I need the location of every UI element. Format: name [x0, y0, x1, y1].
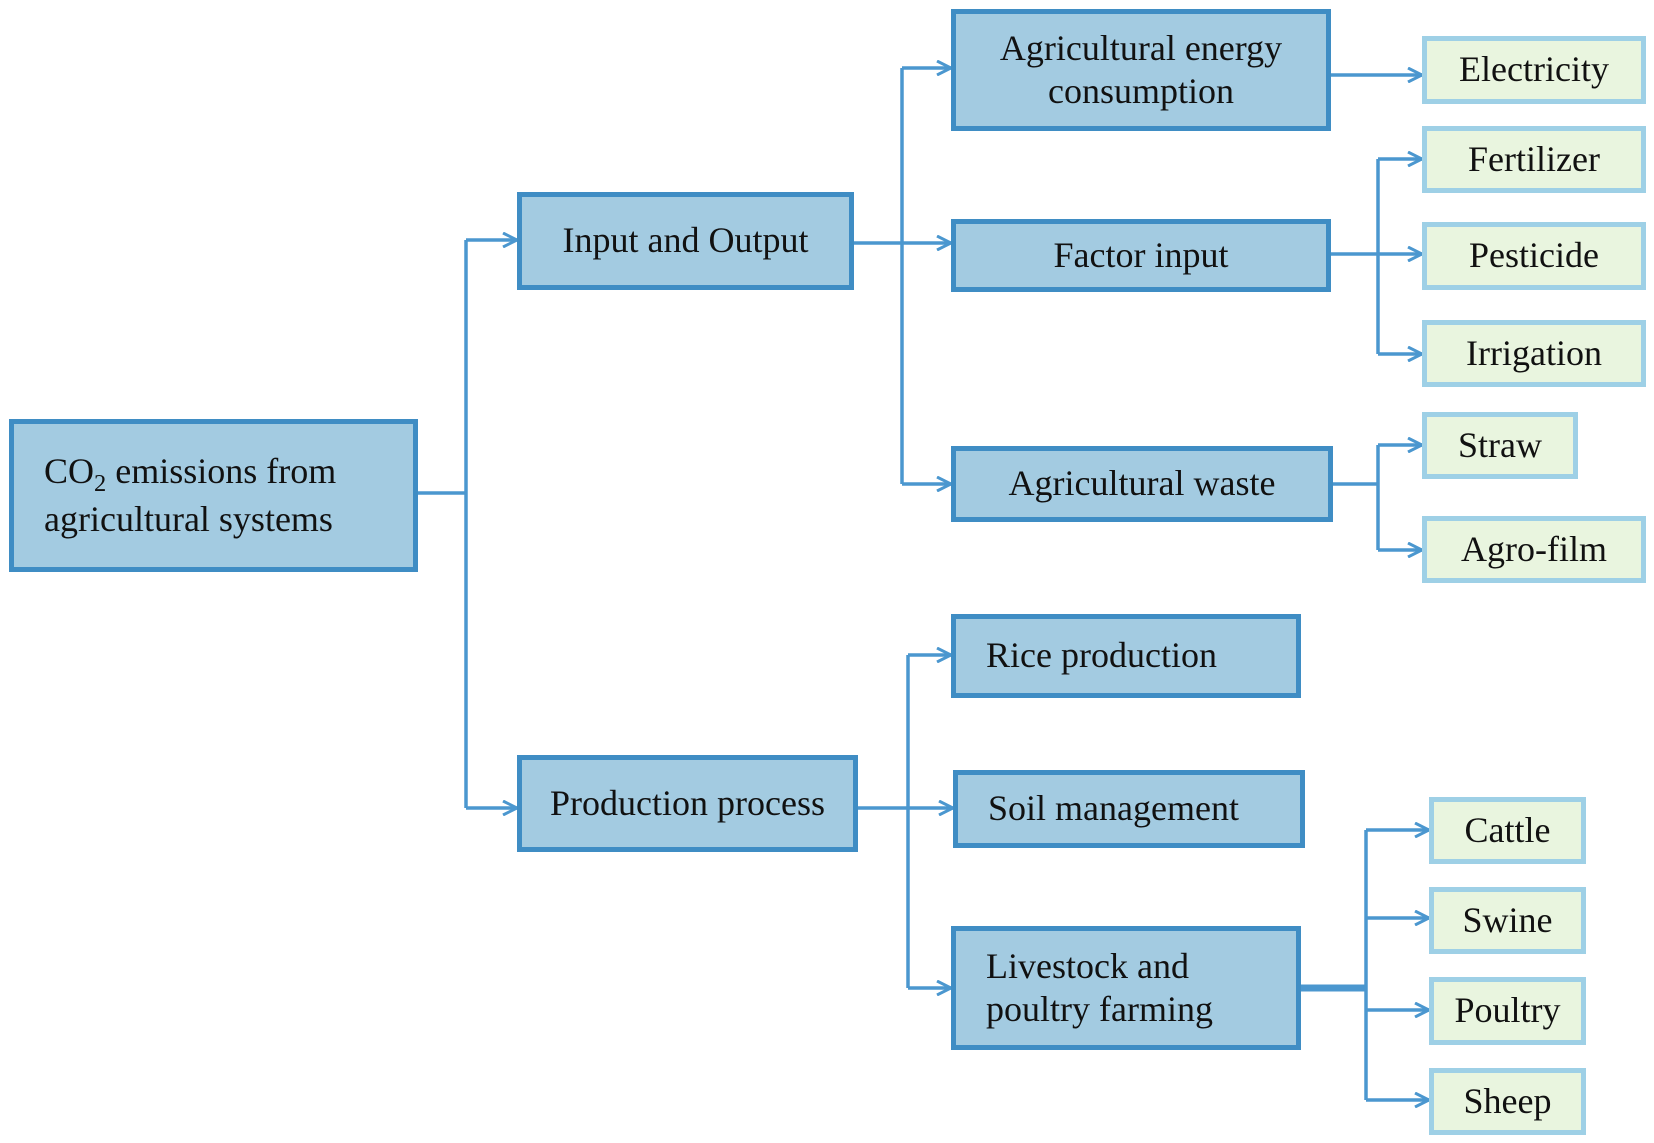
soil-management-node: Soil management — [953, 770, 1305, 848]
leaf-straw: Straw — [1422, 412, 1578, 479]
soil-management-label: Soil management — [988, 788, 1239, 829]
root-label-prefix: CO — [44, 450, 95, 491]
root-label-rest: emissions from — [106, 450, 337, 491]
factor-input-node: Factor input — [951, 219, 1331, 292]
production-process-node: Production process — [517, 755, 858, 852]
leaf-fertilizer-label: Fertilizer — [1468, 138, 1600, 179]
leaf-sheep: Sheep — [1429, 1068, 1586, 1135]
input-output-node: Input and Output — [517, 192, 854, 290]
livestock-poultry-line2: poultry farming — [986, 989, 1213, 1029]
leaf-poultry: Poultry — [1429, 977, 1586, 1045]
production-process-label: Production process — [550, 782, 825, 823]
leaf-poultry-label: Poultry — [1454, 990, 1561, 1031]
root-label-subscript: 2 — [94, 469, 107, 497]
root-label-line1: CO2 emissions from — [44, 450, 336, 499]
leaf-sheep-label: Sheep — [1463, 1080, 1552, 1121]
livestock-poultry-line1: Livestock and — [986, 945, 1189, 986]
leaf-electricity: Electricity — [1422, 36, 1646, 104]
input-output-label: Input and Output — [562, 220, 809, 261]
leaf-pesticide: Pesticide — [1422, 222, 1646, 290]
livestock-poultry-node: Livestock and poultry farming — [951, 926, 1301, 1050]
root-node: CO2 emissions from agricultural systems — [9, 419, 418, 572]
energy-consumption-node: Agricultural energy consumption — [951, 9, 1331, 131]
agricultural-waste-node: Agricultural waste — [951, 446, 1333, 522]
leaf-pesticide-label: Pesticide — [1469, 235, 1599, 276]
factor-input-label: Factor input — [1053, 234, 1229, 275]
energy-consumption-line2: consumption — [1047, 71, 1234, 111]
leaf-swine: Swine — [1429, 887, 1586, 954]
leaf-agro-film: Agro-film — [1422, 516, 1646, 583]
leaf-swine-label: Swine — [1462, 899, 1553, 940]
rice-production-node: Rice production — [951, 614, 1301, 698]
leaf-electricity-label: Electricity — [1459, 49, 1609, 90]
root-label-line2: agricultural systems — [44, 499, 333, 540]
leaf-irrigation-label: Irrigation — [1466, 332, 1602, 373]
leaf-straw-label: Straw — [1458, 424, 1542, 465]
leaf-agro-film-label: Agro-film — [1461, 528, 1607, 569]
leaf-cattle-label: Cattle — [1464, 809, 1551, 850]
rice-production-label: Rice production — [986, 635, 1217, 676]
energy-consumption-line1: Agricultural energy — [999, 27, 1283, 68]
agricultural-waste-label: Agricultural waste — [1008, 463, 1276, 504]
leaf-irrigation: Irrigation — [1422, 320, 1646, 387]
leaf-fertilizer: Fertilizer — [1422, 126, 1646, 193]
leaf-cattle: Cattle — [1429, 797, 1586, 864]
